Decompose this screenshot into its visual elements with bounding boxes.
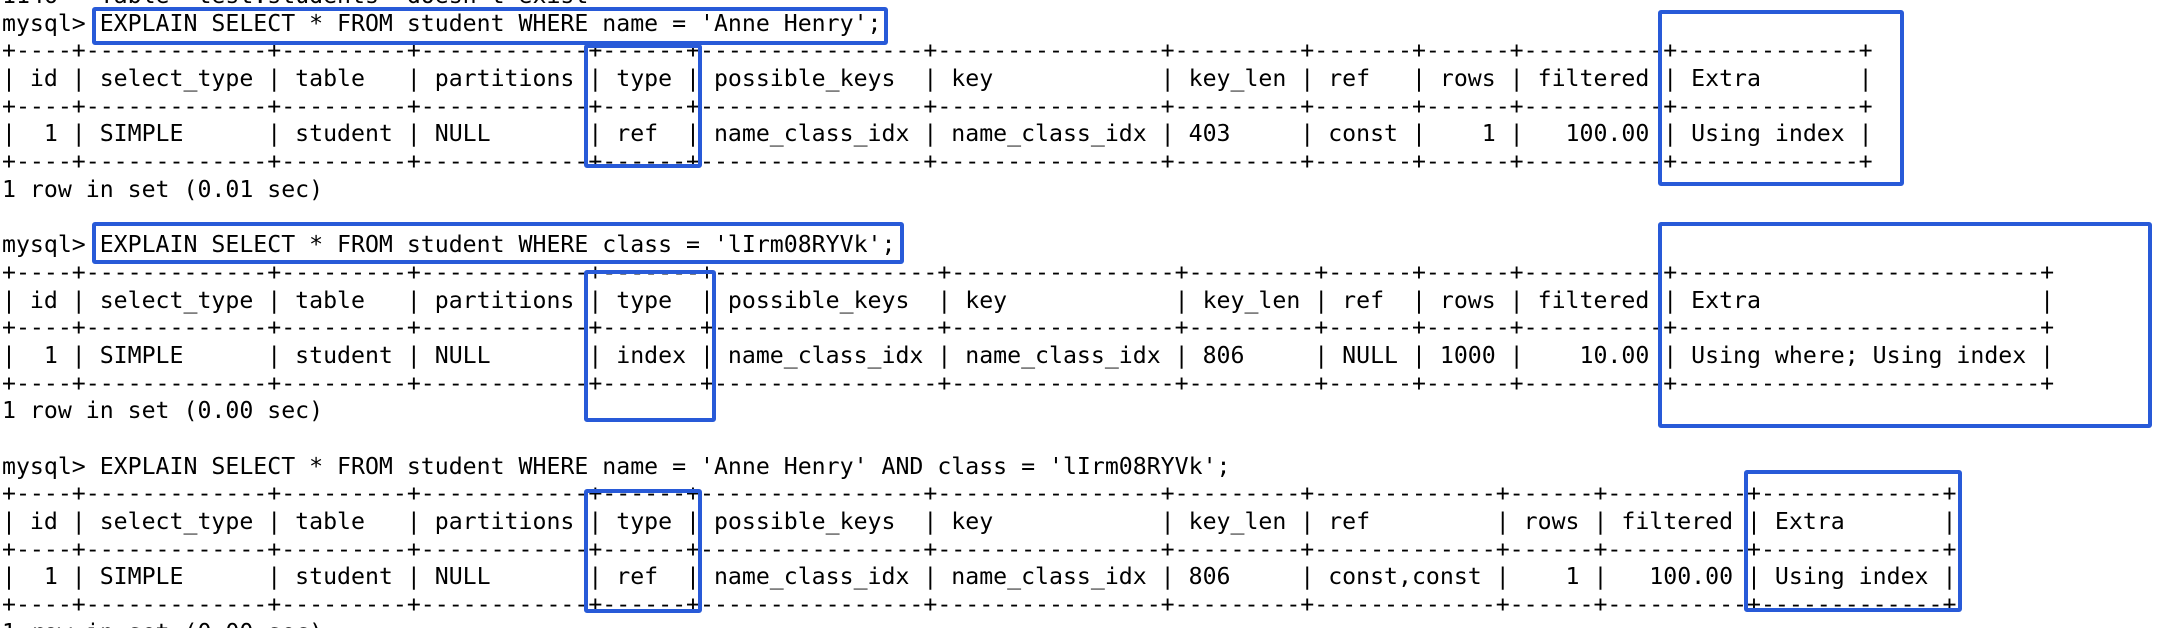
terminal-line [2,425,2054,453]
terminal-line: 1 row in set (0.01 sec) [2,175,324,203]
terminal-line: +----+-------------+---------+----------… [2,480,1957,508]
terminal-line: +----+-------------+---------+----------… [2,535,1957,563]
terminal-line: | id | select_type | table | partitions … [2,286,2055,314]
terminal-line: +----+-------------+---------+----------… [2,148,1873,176]
terminal-line: +----+-------------+---------+----------… [2,37,1873,65]
terminal-line: +----+-------------+---------+----------… [2,92,1873,120]
terminal-line: | id | select_type | table | partitions … [2,508,1957,536]
terminal-line: 1 row in set (0.00 sec) [2,397,324,425]
terminal-line: +----+-------------+---------+----------… [2,258,2055,286]
terminal-line: mysql> EXPLAIN SELECT * FROM student WHE… [2,9,882,37]
terminal-line: | id | select_type | table | partitions … [2,65,1873,93]
terminal-line: 1146 - Table 'test.students' doesn't exi… [2,0,2054,10]
terminal-output: 1146 - Table 'test.students' doesn't exi… [2,0,2054,628]
terminal-line: mysql> EXPLAIN SELECT * FROM student WHE… [2,452,1231,480]
terminal-line: | 1 | SIMPLE | student | NULL | ref | na… [2,563,1957,591]
terminal-line: mysql> EXPLAIN SELECT * FROM student WHE… [2,231,896,259]
terminal-line: | 1 | SIMPLE | student | NULL | index | … [2,341,2055,369]
terminal-line [2,204,2054,232]
terminal-line: +----+-------------+---------+----------… [2,591,1957,619]
terminal-line: | 1 | SIMPLE | student | NULL | ref | na… [2,120,1873,148]
terminal-line: +----+-------------+---------+----------… [2,314,2055,342]
terminal-line: 1 row in set (0.00 sec) [2,619,2054,628]
terminal-line: +----+-------------+---------+----------… [2,369,2055,397]
